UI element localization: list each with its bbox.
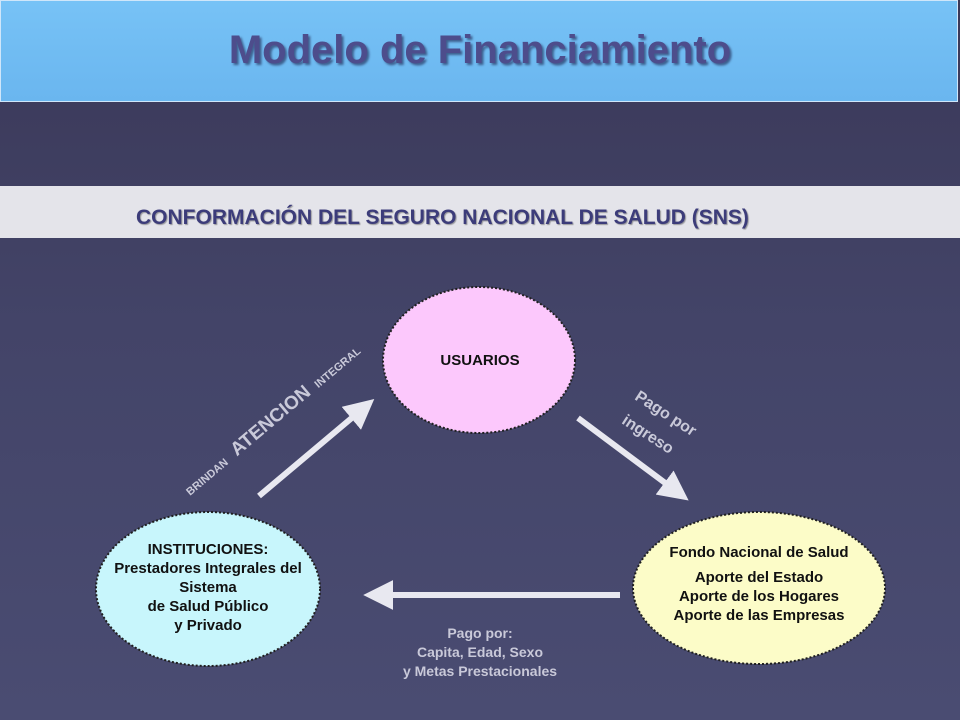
instituciones-line-1: INSTITUCIONES:: [147, 541, 269, 558]
fondo-line-2: Aporte de los Hogares: [678, 588, 840, 605]
section-subtitle: CONFORMACIÓN DEL SEGURO NACIONAL DE SALU…: [136, 206, 749, 229]
title-bar: [0, 0, 958, 102]
instituciones-line-5: y Privado: [174, 617, 242, 634]
usuarios-label: USUARIOS: [440, 352, 520, 369]
instituciones-text: INSTITUCIONES: Prestadores Integrales de…: [106, 540, 310, 635]
fondo-text: Fondo Nacional de Salud Aporte del Estad…: [645, 543, 873, 625]
fondo-node: [632, 511, 886, 665]
usuarios-node: [382, 286, 576, 434]
fondo-line-3: Aporte de las Empresas: [673, 607, 845, 624]
atencion-big: ATENCION: [227, 382, 315, 461]
subtitle-band: [0, 186, 960, 238]
brindan-label: BRINDAN ATENCION INTEGRAL: [180, 340, 365, 500]
arrow-pago-ingreso: [576, 415, 689, 501]
pago-por-text: Pago por: Capita, Edad, Sexo y Metas Pre…: [360, 624, 600, 681]
pago-por-line-2: Capita, Edad, Sexo: [416, 644, 544, 660]
instituciones-line-4: de Salud Público: [147, 598, 269, 615]
integral-small: INTEGRAL: [312, 345, 363, 391]
brindan-small: BRINDAN: [184, 456, 231, 498]
pago-por-line-3: y Metas Prestacionales: [402, 663, 558, 679]
page-title: Modelo de Financiamiento: [228, 28, 732, 72]
arrow-brindan: [257, 399, 375, 499]
pago-por-line-1: Pago por:: [447, 625, 513, 641]
instituciones-line-3: Sistema: [179, 579, 237, 596]
instituciones-node: [95, 511, 321, 667]
fondo-title: Fondo Nacional de Salud: [669, 544, 849, 561]
instituciones-line-2: Prestadores Integrales del: [114, 560, 302, 577]
fondo-line-1: Aporte del Estado: [694, 569, 824, 586]
